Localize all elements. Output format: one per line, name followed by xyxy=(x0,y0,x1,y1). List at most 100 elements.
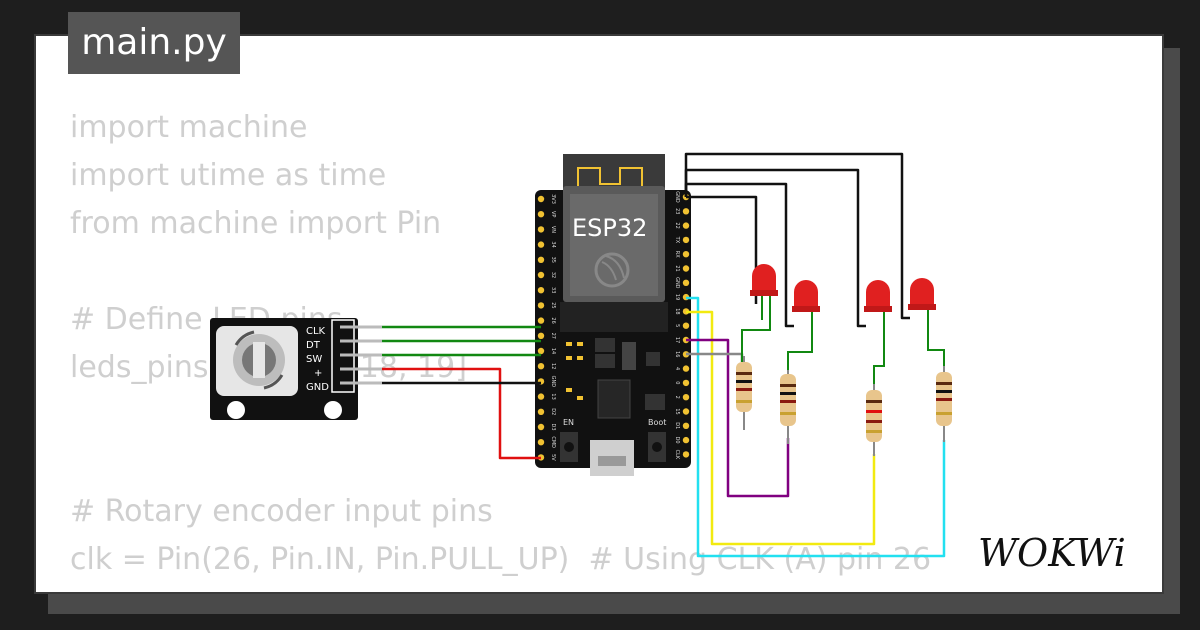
pin-23[interactable] xyxy=(682,208,690,215)
esp32-board[interactable]: ESP32 EN Boot 3V3VPVN343532332526271412G… xyxy=(535,154,691,476)
pin-d2[interactable] xyxy=(537,408,545,415)
pin-label: 35 xyxy=(550,257,556,263)
pin-rx[interactable] xyxy=(682,251,690,258)
module-base xyxy=(560,302,668,332)
code-line: clk = Pin(26, Pin.IN, Pin.PULL_UP) # Usi… xyxy=(70,542,932,577)
encoder-shaft-flat xyxy=(253,342,265,378)
pin-d3[interactable] xyxy=(537,423,545,431)
pin-label: TX xyxy=(674,236,680,244)
wire-ground-led-1 xyxy=(686,195,758,304)
ic-small xyxy=(645,394,665,410)
file-tab-main-py[interactable]: main.py xyxy=(68,12,240,74)
pin-label: D3 xyxy=(550,423,556,430)
pin-21[interactable] xyxy=(682,265,690,272)
pin-label: 14 xyxy=(550,348,556,354)
pin-label: GND xyxy=(674,277,680,289)
leds xyxy=(741,264,945,388)
pin-12[interactable] xyxy=(537,363,545,370)
pin-15[interactable] xyxy=(682,408,690,415)
pin-label: 22 xyxy=(674,222,680,228)
wires xyxy=(382,152,946,558)
pin-label: 17 xyxy=(674,337,680,343)
pin-tx[interactable] xyxy=(682,236,690,244)
led-3[interactable] xyxy=(864,280,892,388)
pin-33[interactable] xyxy=(537,287,545,294)
pin-label: 5 xyxy=(674,324,680,327)
pin-2[interactable] xyxy=(682,394,690,401)
led-4[interactable] xyxy=(908,278,945,370)
pin-label: 0 xyxy=(674,381,680,384)
pin-clk[interactable] xyxy=(682,451,690,458)
code-line: # Rotary encoder input pins xyxy=(70,494,493,529)
resistor-3[interactable] xyxy=(866,384,882,456)
pin-22[interactable] xyxy=(682,222,690,229)
pin-label: CLK xyxy=(674,450,680,460)
code-line: import utime as time xyxy=(70,158,387,193)
code-preview: import machine import utime as time from… xyxy=(70,104,932,592)
wire-power xyxy=(382,367,541,460)
pin-label: 4 xyxy=(674,367,680,370)
pin-label: 3V3 xyxy=(550,194,556,204)
pin-32[interactable] xyxy=(537,271,545,279)
esp32-label: ESP32 xyxy=(572,214,647,242)
wire-pin-15 xyxy=(686,352,744,362)
code-line: from machine import Pin xyxy=(70,206,442,241)
espressif-logo-icon xyxy=(594,252,630,288)
pin-label: VP xyxy=(550,211,556,217)
pin-d0[interactable] xyxy=(682,436,690,444)
encoder-pin-label: CLK xyxy=(306,326,326,337)
pin-13[interactable] xyxy=(537,393,545,400)
pin-label: 21 xyxy=(674,265,680,271)
encoder-pin-label: GND xyxy=(306,382,329,393)
pin-0[interactable] xyxy=(682,379,690,387)
pin-gnd[interactable] xyxy=(682,279,690,286)
esp32-module xyxy=(570,194,658,296)
led-1[interactable] xyxy=(741,264,778,362)
pin-label: 5V xyxy=(550,454,556,461)
pin-label: 32 xyxy=(550,272,556,278)
wire-ground-led-3 xyxy=(684,168,866,328)
pin-label: 19 xyxy=(674,294,680,300)
pin-label: 15 xyxy=(674,408,680,414)
rotate-arrow-icon xyxy=(263,374,284,390)
encoder-pin-label: DT xyxy=(306,340,321,351)
encoder-pin-label: SW xyxy=(306,354,322,365)
pin-25[interactable] xyxy=(537,302,545,309)
regulator xyxy=(622,342,636,370)
pin-35[interactable] xyxy=(537,256,545,263)
pin-label: VN xyxy=(550,226,556,233)
pin-cmd[interactable] xyxy=(537,439,545,446)
resistor-1[interactable] xyxy=(736,356,752,430)
wire-pin-19 xyxy=(686,296,946,558)
pin-d1[interactable] xyxy=(682,422,690,429)
boot-button-cap xyxy=(652,442,662,452)
smd-components xyxy=(566,342,583,400)
pin-vn[interactable] xyxy=(537,226,545,233)
pin-5[interactable] xyxy=(682,322,690,329)
wire-pin-18 xyxy=(686,310,876,546)
wire-ground-led-4 xyxy=(684,152,910,320)
pin-26[interactable] xyxy=(537,317,545,324)
encoder-pin-label: + xyxy=(314,368,322,379)
pin-label: 23 xyxy=(674,208,680,214)
usb-port-inner xyxy=(598,456,626,466)
resistor-4[interactable] xyxy=(936,366,952,442)
led-2[interactable] xyxy=(787,280,820,374)
resistor-2[interactable] xyxy=(780,370,796,444)
pin-4[interactable] xyxy=(682,365,690,372)
encoder-pins xyxy=(340,325,382,385)
wokwi-logo-text: WOKWi xyxy=(978,531,1126,575)
pin-3v3[interactable] xyxy=(537,195,545,203)
pin-vp[interactable] xyxy=(537,211,545,218)
en-button-label: EN xyxy=(563,418,574,427)
pin-27[interactable] xyxy=(537,332,545,339)
pin-label: 34 xyxy=(550,241,556,247)
pin-label: RX xyxy=(674,251,680,258)
pin-34[interactable] xyxy=(537,241,545,248)
pin-14[interactable] xyxy=(537,347,545,355)
rotary-encoder[interactable]: CLK DT SW + GND xyxy=(210,318,382,420)
pin-label: 16 xyxy=(674,351,680,357)
pin-label: D1 xyxy=(674,422,680,429)
